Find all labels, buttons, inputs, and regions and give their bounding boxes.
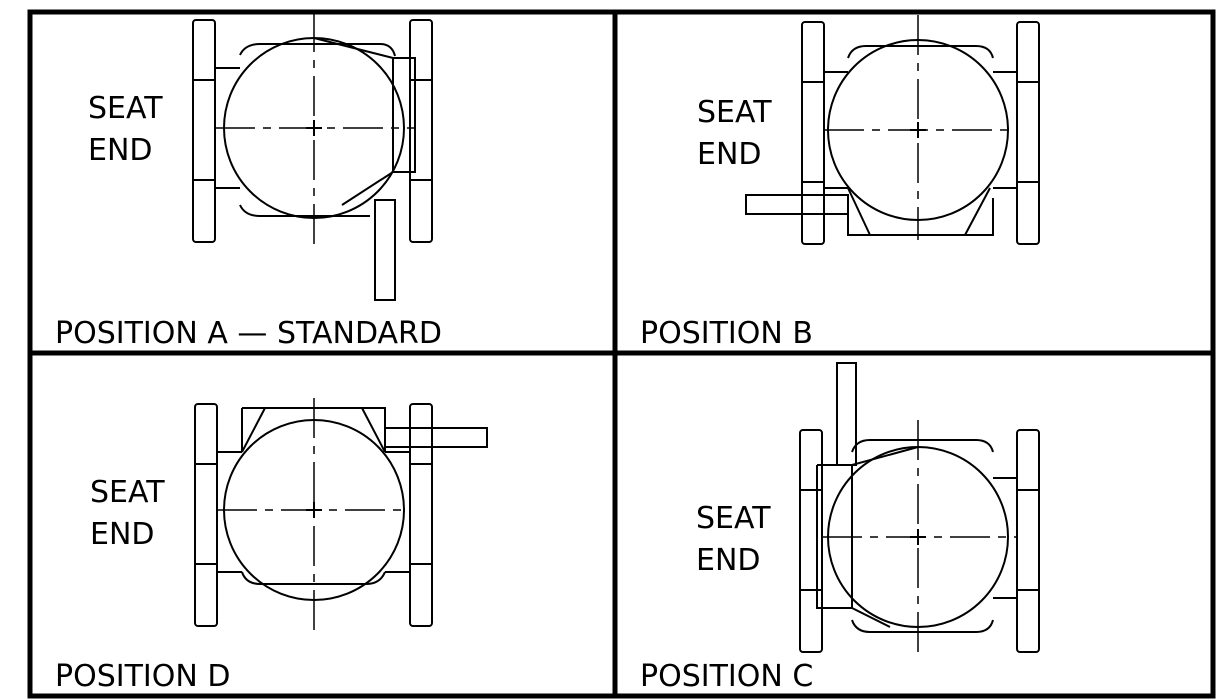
handle-lever (384, 427, 488, 448)
right-flange (409, 403, 433, 627)
seat-label-line2: END (696, 543, 761, 578)
right-flange (1016, 429, 1040, 653)
position-caption: POSITION D (55, 659, 230, 694)
seat-label-line1: SEAT (88, 91, 163, 126)
left-flange (799, 429, 823, 653)
actuator (241, 407, 386, 453)
position-caption: POSITION A — STANDARD (55, 316, 442, 351)
valve-body (239, 43, 396, 57)
seat-label-line2: END (90, 517, 155, 552)
valve-body (847, 45, 994, 59)
position-caption: POSITION C (640, 659, 813, 694)
handle-lever (374, 199, 396, 301)
seat-label-line2: END (88, 133, 153, 168)
seat-label-line1: SEAT (90, 475, 165, 510)
actuator (847, 187, 991, 236)
position-caption: POSITION B (640, 316, 813, 351)
actuator (313, 37, 416, 206)
left-flange (801, 21, 825, 245)
panel-position-a: SEAT END POSITION A — STANDARD (55, 12, 442, 351)
seat-label-line1: SEAT (697, 95, 772, 130)
seat-label-line1: SEAT (696, 501, 771, 536)
handle-lever (836, 362, 857, 466)
left-flange (192, 19, 216, 243)
left-flange (194, 403, 218, 627)
seat-label-line2: END (697, 137, 762, 172)
right-flange (1016, 21, 1040, 245)
panel-position-c: SEAT END POSITION C (640, 362, 1040, 694)
panel-position-b: SEAT END POSITION B (640, 15, 1040, 351)
panel-position-d: SEAT END POSITION D (55, 398, 488, 694)
valve-body (851, 439, 994, 453)
right-flange (409, 19, 433, 243)
handle-lever (745, 194, 849, 215)
